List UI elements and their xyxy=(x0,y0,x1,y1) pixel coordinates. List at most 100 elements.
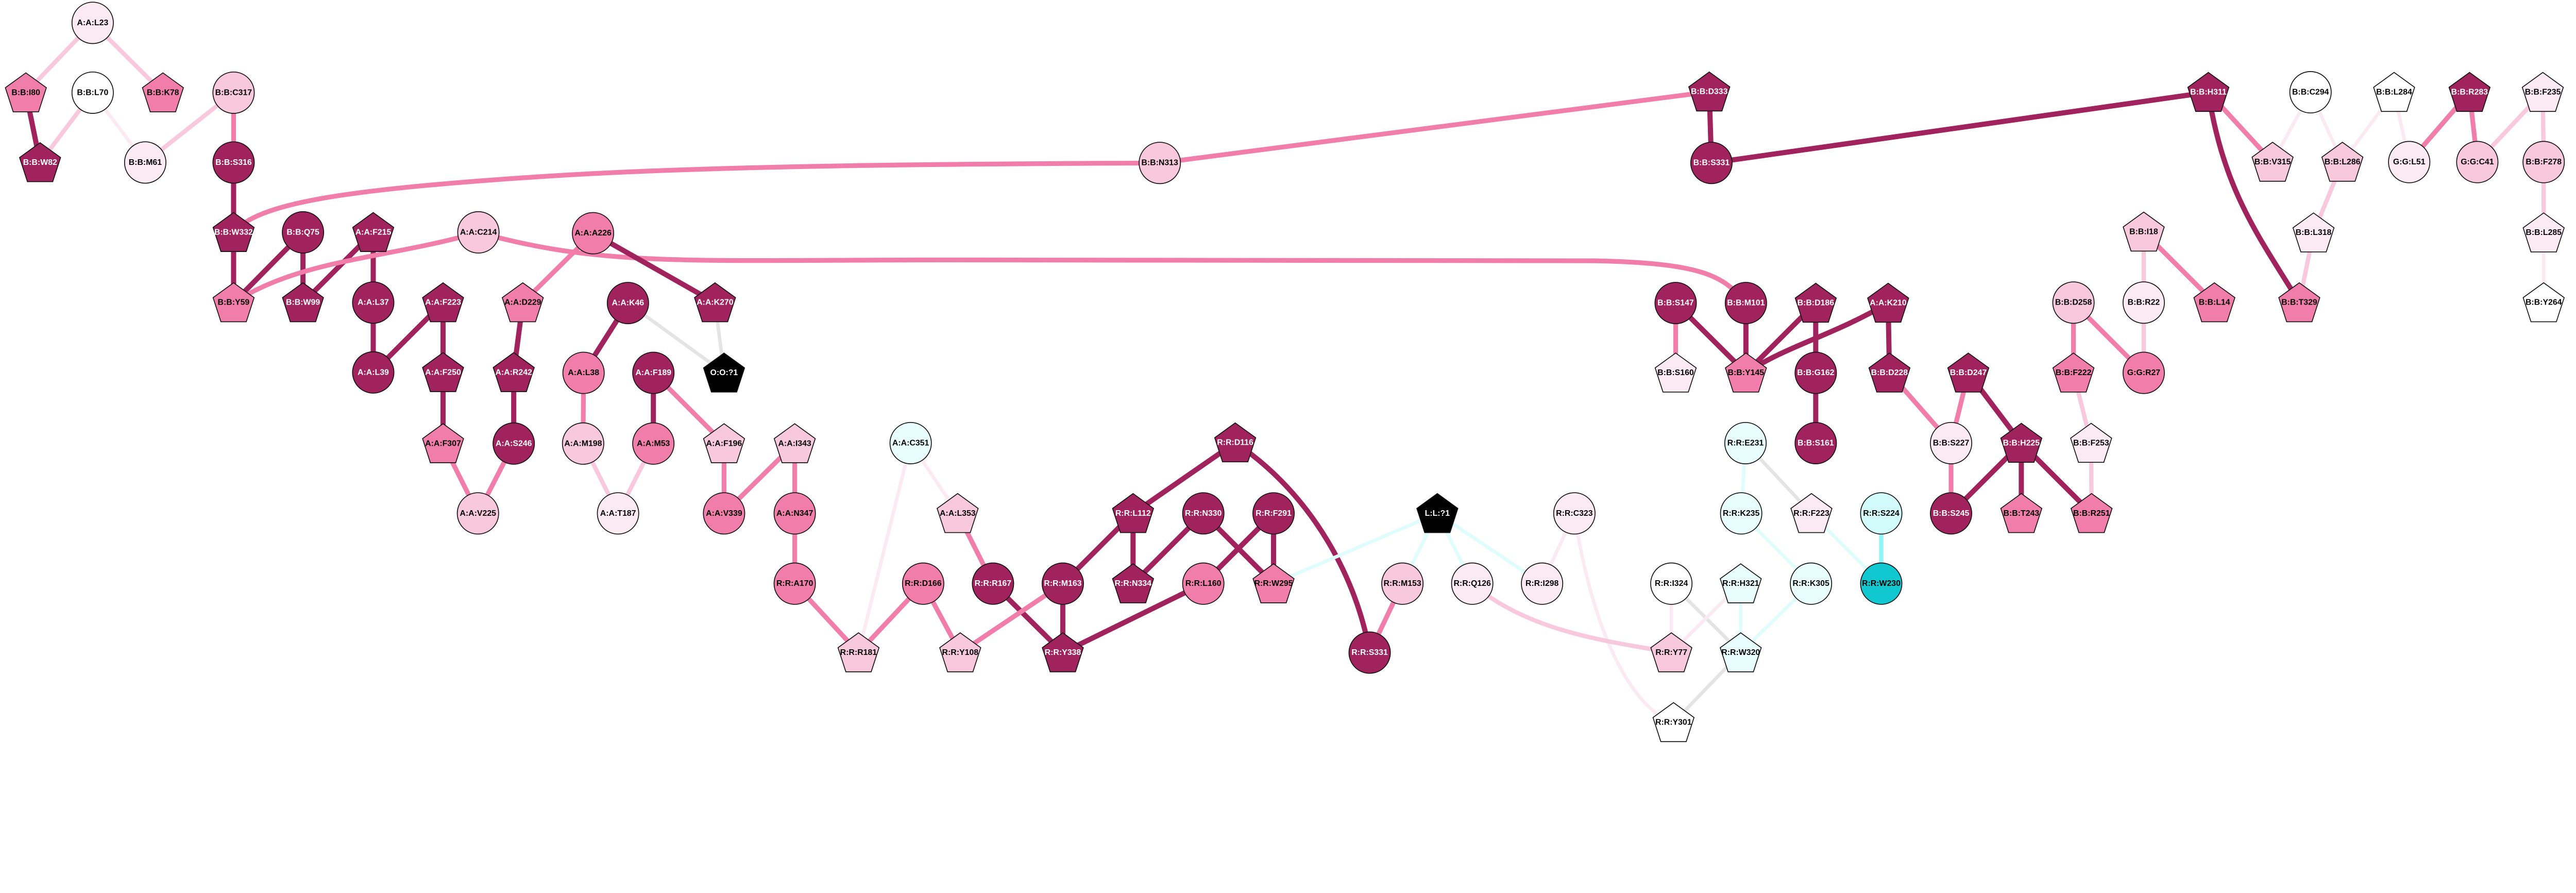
node-b-b-s245[interactable]: B:B:S245 xyxy=(1930,492,1972,535)
node-b-b-w332[interactable]: B:B:W332 xyxy=(212,212,255,252)
node-b-b-i80[interactable]: B:B:I80 xyxy=(5,72,47,112)
node-r-r-y77[interactable]: R:R:Y77 xyxy=(1650,632,1692,672)
node-a-a-f250[interactable]: A:A:F250 xyxy=(422,352,464,392)
node-b-b-w99[interactable]: B:B:W99 xyxy=(282,282,324,323)
node-a-a-f223[interactable]: A:A:F223 xyxy=(422,282,464,323)
node-r-r-l112[interactable]: R:R:L112 xyxy=(1112,493,1155,533)
node-r-r-k235[interactable]: R:R:K235 xyxy=(1720,492,1762,535)
node-a-a-r242[interactable]: A:A:R242 xyxy=(493,352,535,392)
node-a-a-c214[interactable]: A:A:C214 xyxy=(457,211,500,254)
node-b-b-r251[interactable]: B:B:R251 xyxy=(2070,493,2113,533)
node-b-b-l70[interactable]: B:B:L70 xyxy=(71,71,114,114)
node-a-a-m198[interactable]: A:A:M198 xyxy=(562,422,604,465)
node-a-a-k210[interactable]: A:A:K210 xyxy=(1867,282,1909,323)
node-a-a-v339[interactable]: A:A:V339 xyxy=(703,492,745,535)
node-a-a-l353[interactable]: A:A:L353 xyxy=(936,493,979,533)
node-r-r-i324[interactable]: R:R:I324 xyxy=(1650,562,1693,605)
node-b-b-d333[interactable]: B:B:D333 xyxy=(1688,71,1731,112)
node-r-r-w230[interactable]: R:R:W230 xyxy=(1860,562,1903,605)
node-r-r-n330[interactable]: R:R:N330 xyxy=(1182,492,1225,535)
node-a-a-m53[interactable]: A:A:M53 xyxy=(632,422,675,465)
node-a-a-l39[interactable]: A:A:L39 xyxy=(352,351,395,394)
node-r-r-d116[interactable]: R:R:D116 xyxy=(1214,422,1257,463)
node-a-a-n347[interactable]: A:A:N347 xyxy=(773,492,816,535)
node-b-b-c294[interactable]: B:B:C294 xyxy=(2289,71,2332,114)
node-b-b-h311[interactable]: B:B:H311 xyxy=(2187,72,2230,112)
node-b-b-t329[interactable]: B:B:T329 xyxy=(2278,282,2320,323)
node-b-b-f253[interactable]: B:B:F253 xyxy=(2070,423,2112,463)
node-r-r-m163[interactable]: R:R:M163 xyxy=(1041,562,1084,605)
node-r-r-m153[interactable]: R:R:M153 xyxy=(1381,562,1424,605)
node-r-r-y338[interactable]: R:R:Y338 xyxy=(1042,632,1084,672)
node-b-b-m101[interactable]: B:B:M101 xyxy=(1724,282,1767,325)
node-b-b-r283[interactable]: B:B:R283 xyxy=(2448,72,2491,112)
node-a-a-f215[interactable]: A:A:F215 xyxy=(352,212,395,252)
node-b-b-s331[interactable]: B:B:S331 xyxy=(1690,142,1733,184)
node-b-b-l285[interactable]: B:B:L285 xyxy=(2522,212,2565,252)
node-a-a-c351[interactable]: A:A:C351 xyxy=(889,422,932,464)
node-r-r-y301[interactable]: R:R:Y301 xyxy=(1652,702,1695,743)
node-b-b-q75[interactable]: B:B:Q75 xyxy=(282,211,325,254)
node-b-b-m61[interactable]: B:B:M61 xyxy=(124,141,166,184)
node-r-r-y108[interactable]: R:R:Y108 xyxy=(939,632,981,672)
node-r-r-l160[interactable]: R:R:L160 xyxy=(1182,562,1225,605)
node-r-r-r167[interactable]: R:R:R167 xyxy=(972,562,1014,605)
node-b-b-s160[interactable]: B:B:S160 xyxy=(1654,352,1697,393)
node-r-r-q126[interactable]: R:R:Q126 xyxy=(1451,562,1494,605)
node-r-r-i298[interactable]: R:R:I298 xyxy=(1521,562,1564,605)
node-b-b-l286[interactable]: B:B:L286 xyxy=(2321,142,2364,182)
node-b-b-d186[interactable]: B:B:D186 xyxy=(1794,282,1837,323)
node-b-b-t243[interactable]: B:B:T243 xyxy=(2000,493,2043,533)
node-r-r-c323[interactable]: R:R:C323 xyxy=(1553,492,1596,535)
node-b-b-s147[interactable]: B:B:S147 xyxy=(1654,282,1697,325)
node-a-a-l23[interactable]: A:A:L23 xyxy=(71,2,114,44)
node-r-r-e231[interactable]: R:R:E231 xyxy=(1724,422,1767,464)
node-b-b-y59[interactable]: B:B:Y59 xyxy=(212,282,255,323)
node-b-b-w82[interactable]: B:B:W82 xyxy=(19,142,61,182)
node-g-g-c41[interactable]: G:G:C41 xyxy=(2456,141,2499,183)
node-r-r-w320[interactable]: R:R:W320 xyxy=(1719,632,1762,672)
node-b-b-l284[interactable]: B:B:L284 xyxy=(2373,72,2415,112)
node-b-b-h225[interactable]: B:B:H225 xyxy=(2000,423,2043,463)
node-r-r-h321[interactable]: R:R:H321 xyxy=(1719,563,1762,603)
node-b-b-l318[interactable]: B:B:L318 xyxy=(2292,212,2335,252)
node-b-b-g162[interactable]: B:B:G162 xyxy=(1794,351,1837,394)
node-r-r-r181[interactable]: R:R:R181 xyxy=(837,632,880,672)
node-b-b-k78[interactable]: B:B:K78 xyxy=(142,72,184,112)
node-a-a-l38[interactable]: A:A:L38 xyxy=(562,351,605,394)
node-r-r-s224[interactable]: R:R:S224 xyxy=(1860,492,1903,535)
node-a-a-f196[interactable]: A:A:F196 xyxy=(703,423,745,463)
node-b-b-d228[interactable]: B:B:D228 xyxy=(1868,352,1911,393)
node-g-g-l51[interactable]: G:G:L51 xyxy=(2388,141,2431,183)
node-a-a-i343[interactable]: A:A:I343 xyxy=(773,423,816,463)
node-g-g-r27[interactable]: G:G:R27 xyxy=(2122,351,2165,394)
node-r-r-f291[interactable]: R:R:F291 xyxy=(1252,492,1295,535)
node-r-r-s331[interactable]: R:R:S331 xyxy=(1348,631,1391,674)
node-a-a-f307[interactable]: A:A:F307 xyxy=(422,423,464,463)
node-b-b-y264[interactable]: B:B:Y264 xyxy=(2522,282,2565,323)
node-b-b-d247[interactable]: B:B:D247 xyxy=(1947,352,1990,393)
node-a-a-f189[interactable]: A:A:F189 xyxy=(632,351,675,394)
node-a-a-k270[interactable]: A:A:K270 xyxy=(694,282,736,323)
node-b-b-l14[interactable]: B:B:L14 xyxy=(2193,282,2235,323)
node-a-a-d229[interactable]: A:A:D229 xyxy=(501,282,544,323)
node-b-b-c317[interactable]: B:B:C317 xyxy=(212,71,255,114)
node-b-b-f222[interactable]: B:B:F222 xyxy=(2052,352,2095,393)
node-r-r-d166[interactable]: R:R:D166 xyxy=(902,562,944,605)
node-b-b-s227[interactable]: B:B:S227 xyxy=(1930,422,1972,464)
node-b-b-f235[interactable]: B:B:F235 xyxy=(2521,72,2564,112)
node-b-b-i18[interactable]: B:B:I18 xyxy=(2123,211,2165,252)
node-a-a-k46[interactable]: A:A:K46 xyxy=(606,282,649,325)
node-b-b-v315[interactable]: B:B:V315 xyxy=(2251,142,2294,182)
node-r-r-w295[interactable]: R:R:W295 xyxy=(1252,563,1295,603)
node-r-r-n334[interactable]: R:R:N334 xyxy=(1112,563,1155,603)
node-a-a-v225[interactable]: A:A:V225 xyxy=(456,492,499,535)
node-r-r-a170[interactable]: R:R:A170 xyxy=(773,562,816,605)
node-o-o-1[interactable]: O:O:?1 xyxy=(703,352,745,393)
node-b-b-r22[interactable]: B:B:R22 xyxy=(2122,281,2165,324)
node-b-b-d258[interactable]: B:B:D258 xyxy=(2052,281,2095,324)
node-b-b-n313[interactable]: B:B:N313 xyxy=(1139,142,1181,184)
node-b-b-s161[interactable]: B:B:S161 xyxy=(1794,422,1837,464)
node-l-l-1[interactable]: L:L:?1 xyxy=(1416,493,1459,533)
node-b-b-y145[interactable]: B:B:Y145 xyxy=(1725,352,1767,393)
